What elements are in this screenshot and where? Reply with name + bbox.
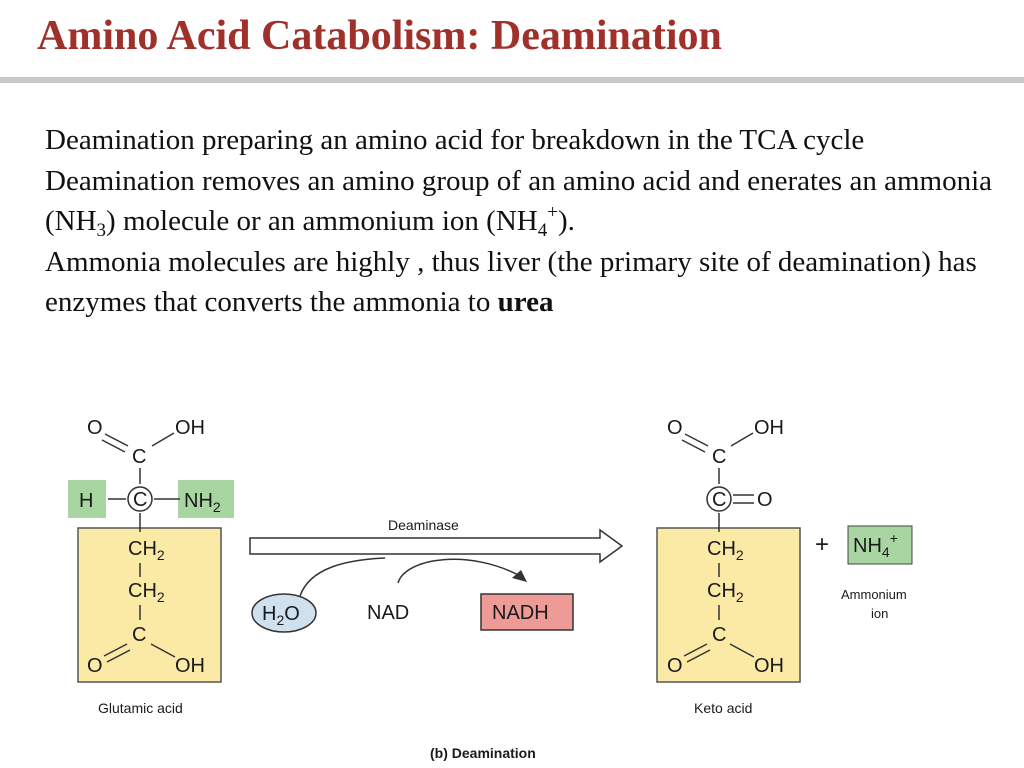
ammonium-label-line2: ion	[871, 606, 888, 621]
para2-sub-3: 3	[96, 220, 107, 241]
ammonium-label-line1: Ammonium	[841, 587, 907, 602]
glu-alpha-carbon-circle	[127, 486, 153, 512]
keto-o-keto: O	[757, 489, 773, 511]
glutamic-acid-structure: O OH C H C NH2 CH2 CH2 C O OH Glutamic a…	[68, 417, 234, 716]
glu-c-alpha: C	[133, 489, 147, 511]
para2-text-b: ) molecule or an ammonium ion (NH	[106, 205, 538, 237]
water-ellipse	[251, 593, 317, 633]
ammonium-green-box	[847, 525, 913, 565]
glu-c-bottom: C	[132, 624, 146, 646]
glutamic-acid-caption: Glutamic acid	[98, 700, 183, 716]
glu-oh-bottom: OH	[175, 655, 205, 677]
keto-oh-bottom: OH	[754, 655, 784, 677]
ammonium-formula: NH4+	[853, 530, 898, 560]
glu-oh-top: OH	[175, 417, 205, 439]
nad-curve	[397, 558, 523, 584]
keto-ch2-1: CH2	[707, 538, 744, 563]
h-green-box	[68, 480, 106, 518]
glu-c-top: C	[132, 446, 146, 468]
keto-c-bottom: C	[712, 624, 726, 646]
para3-text: Ammonia molecules are highly , thus live…	[45, 245, 977, 319]
nh2-green-box	[178, 480, 234, 518]
paragraph-deamination-purpose: Deamination preparing an amino acid for …	[45, 124, 865, 156]
nad-curve-arrowhead	[512, 570, 527, 582]
figure-label: (b) Deamination	[430, 745, 536, 761]
plus-sign: +	[815, 531, 829, 558]
paragraph-deamination-products: Deamination removes an amino group of an…	[45, 161, 995, 242]
slide-title: Amino Acid Catabolism: Deamination	[37, 13, 722, 59]
keto-acid-caption: Keto acid	[694, 700, 752, 716]
title-divider	[0, 77, 1024, 83]
glutamic-side-chain-box	[77, 527, 222, 683]
glu-h: H	[79, 490, 93, 512]
keto-acid-structure: O OH C C O CH2 CH2 C O OH Keto acid	[656, 417, 801, 716]
glu-ch2-1: CH2	[128, 538, 165, 563]
keto-o-top: O	[667, 417, 683, 439]
glu-ch2-2: CH2	[128, 580, 165, 605]
deaminase-label: Deaminase	[388, 517, 459, 533]
nadh-box	[480, 593, 574, 631]
body-text: Deamination preparing an amino acid for …	[45, 120, 995, 323]
paragraph-ammonia-urea: Ammonia molecules are highly , thus live…	[45, 242, 995, 323]
keto-o-bottom: O	[667, 655, 683, 677]
para2-sup-plus: +	[547, 202, 558, 223]
glu-o-top: O	[87, 417, 103, 439]
nad-label: NAD	[367, 602, 409, 624]
glu-nh2: NH2	[184, 490, 221, 515]
keto-side-chain-box	[656, 527, 801, 683]
nadh-label: NADH	[492, 602, 549, 624]
ammonium-ion-group: + NH4+ Ammonium ion	[815, 525, 913, 621]
deamination-diagram: O OH C H C NH2 CH2 CH2 C O OH Glutamic a…	[68, 417, 913, 761]
urea-bold: urea	[497, 286, 554, 318]
para2-text-a: Deamination removes an amino group of an…	[45, 164, 993, 238]
keto-oh-top: OH	[754, 417, 784, 439]
keto-ch2-2: CH2	[707, 580, 744, 605]
para2-sub-4: 4	[537, 220, 548, 241]
water-curve	[299, 557, 386, 597]
reaction-arrow-group: Deaminase H2O NAD NADH	[249, 517, 624, 633]
glu-o-bottom: O	[87, 655, 103, 677]
water-label: H2O	[262, 603, 300, 628]
keto-c-top: C	[712, 446, 726, 468]
reaction-arrow	[249, 528, 624, 564]
keto-alpha-carbon-circle	[706, 486, 732, 512]
keto-c-alpha: C	[712, 489, 726, 511]
para2-text-c: ).	[557, 205, 575, 237]
